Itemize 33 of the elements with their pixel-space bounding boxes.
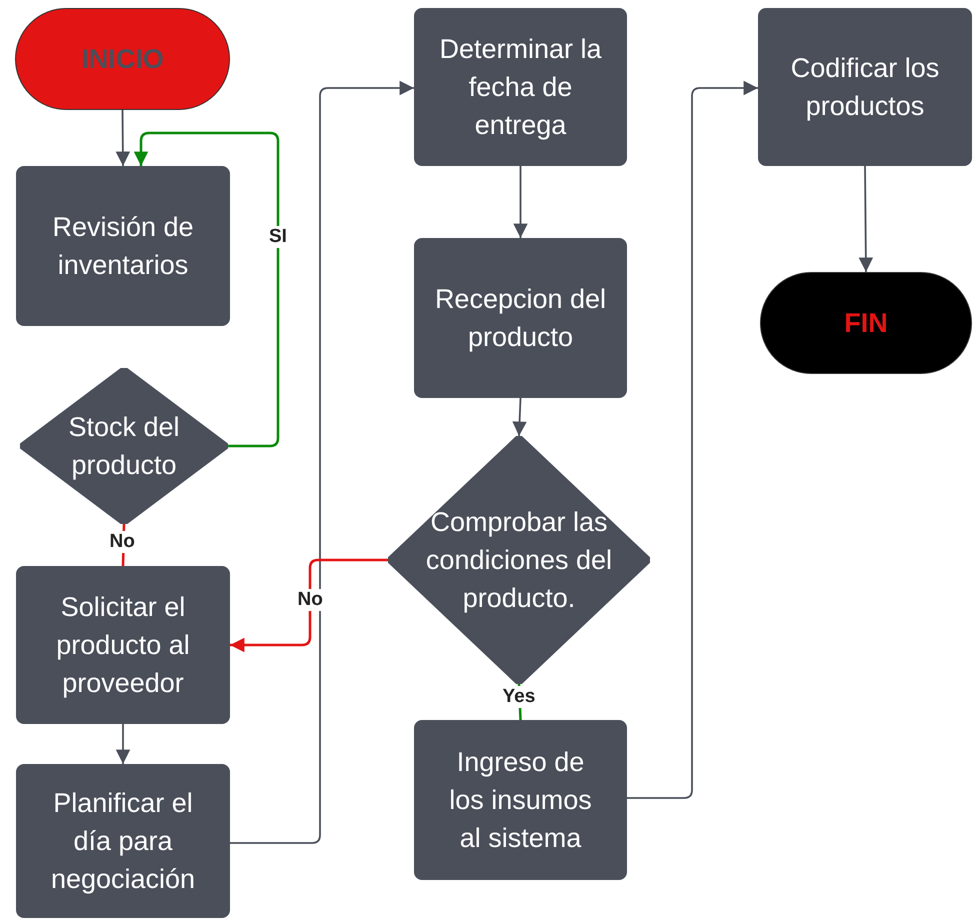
- edge-label: No: [108, 531, 137, 553]
- decision-diamond: [388, 436, 650, 684]
- process-box: [16, 566, 230, 724]
- edge-label: Yes: [500, 686, 538, 708]
- node-label: FIN: [844, 307, 888, 340]
- node-label: Solicitar el producto al proveedor: [55, 591, 191, 700]
- arrow: [627, 80, 758, 799]
- process-box: [414, 8, 627, 166]
- decision-diamond: [20, 368, 228, 524]
- process-box: [414, 238, 627, 398]
- node-label: Stock del producto: [67, 411, 181, 482]
- node-label: Recepcion del producto: [434, 283, 608, 354]
- node-label: Planificar el día para negociación: [50, 787, 196, 896]
- arrow: [116, 110, 130, 166]
- arrow: [512, 398, 527, 436]
- node-label: INICIO: [81, 43, 164, 76]
- arrow: [230, 558, 388, 652]
- node-label: Codificar los productos: [790, 52, 940, 123]
- node-label: Determinar la fecha de entrega: [438, 33, 603, 142]
- arrow: [513, 166, 528, 238]
- arrow: [134, 132, 280, 448]
- process-box: [414, 720, 627, 880]
- node-label: Ingreso de los insumos al sistema: [448, 746, 593, 855]
- node-label: Comprobar las condiciones del producto.: [424, 506, 614, 615]
- process-box: [16, 764, 230, 918]
- edge-label: No: [296, 589, 325, 611]
- arrow: [116, 724, 130, 764]
- node-label: Revisión de inventarios: [51, 211, 195, 282]
- edge-label: SI: [267, 226, 289, 248]
- process-box: [16, 166, 230, 326]
- arrow: [858, 166, 874, 272]
- process-box: [758, 8, 972, 166]
- arrow: [230, 80, 414, 844]
